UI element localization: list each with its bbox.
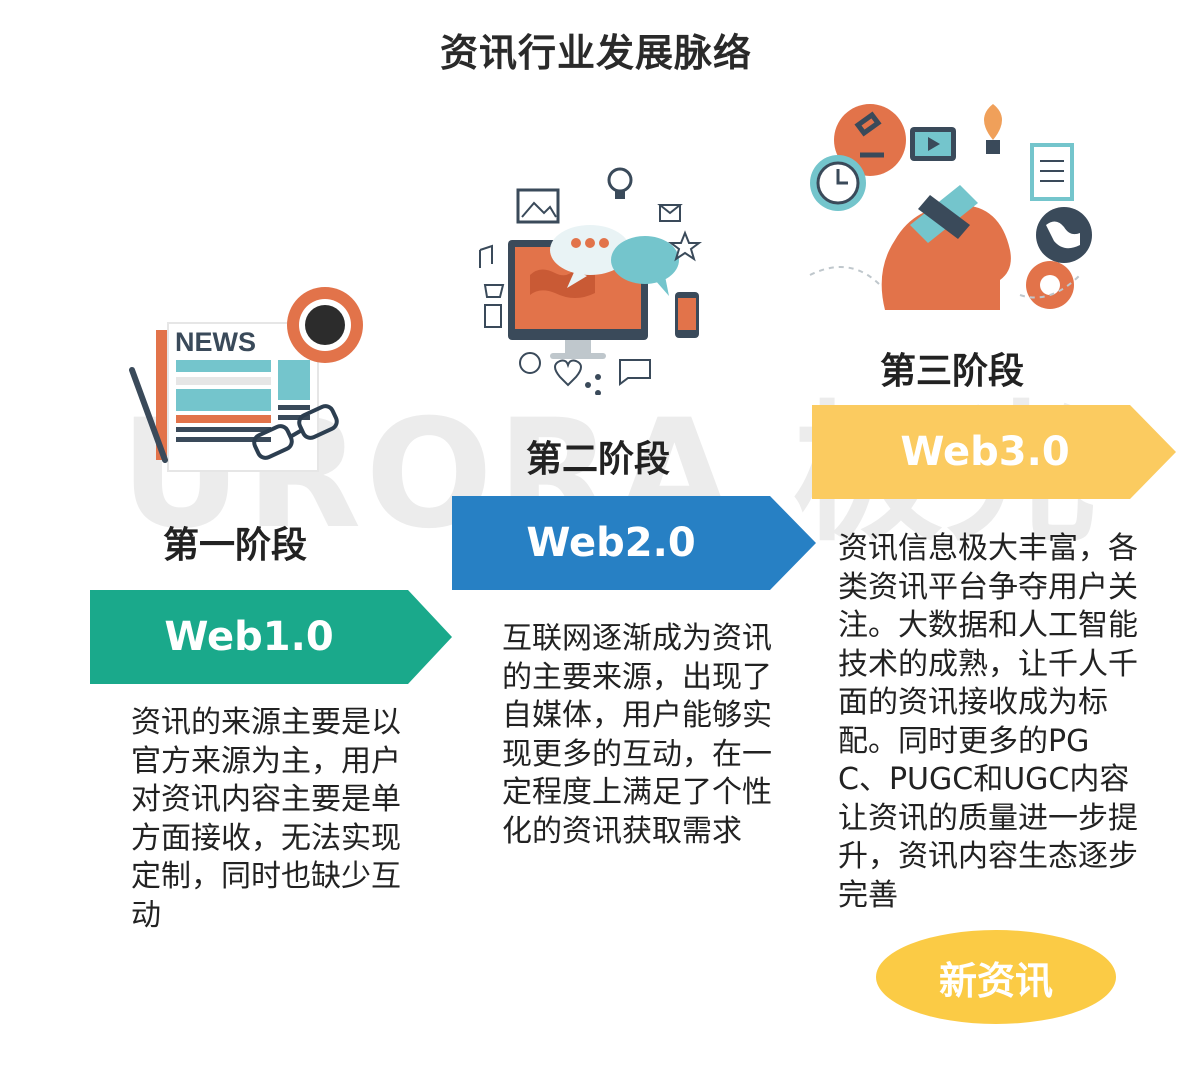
page-title: 资讯行业发展脉络 xyxy=(439,31,752,75)
stage-2-description: 互联网逐渐成为资讯的主要来源，出现了自媒体，用户能够实现更多的互动，在一定程度上… xyxy=(502,621,772,849)
newspaper-heading: NEWS xyxy=(175,327,256,357)
stage-2-label: 第二阶段 xyxy=(526,439,671,480)
stage-1-web-label: Web1.0 xyxy=(164,614,334,660)
stage-3-description: 资讯信息极大丰富，各类资讯平台争夺用户关注。大数据和人工智能技术的成熟，让千人千… xyxy=(838,531,1138,913)
stage-1-label: 第一阶段 xyxy=(163,525,308,566)
stage-3-web-label: Web3.0 xyxy=(900,429,1070,475)
newspaper-illustration: NEWS xyxy=(129,287,363,472)
stage-1-description: 资讯的来源主要是以官方来源为主，用户对资讯内容主要是单方面接收，无法实现定制，同… xyxy=(131,705,401,933)
stage-2-web-label: Web2.0 xyxy=(526,520,696,566)
new-info-badge: 新资讯 xyxy=(876,930,1116,1024)
monitor-illustration xyxy=(479,167,702,395)
ideas-head-illustration xyxy=(809,104,1092,310)
stage-3-arrow: Web3.0 xyxy=(812,405,1178,499)
stage-3-label: 第三阶段 xyxy=(880,351,1025,392)
stage-2-arrow: Web2.0 xyxy=(452,496,818,590)
stage-1-arrow: Web1.0 xyxy=(90,590,454,684)
